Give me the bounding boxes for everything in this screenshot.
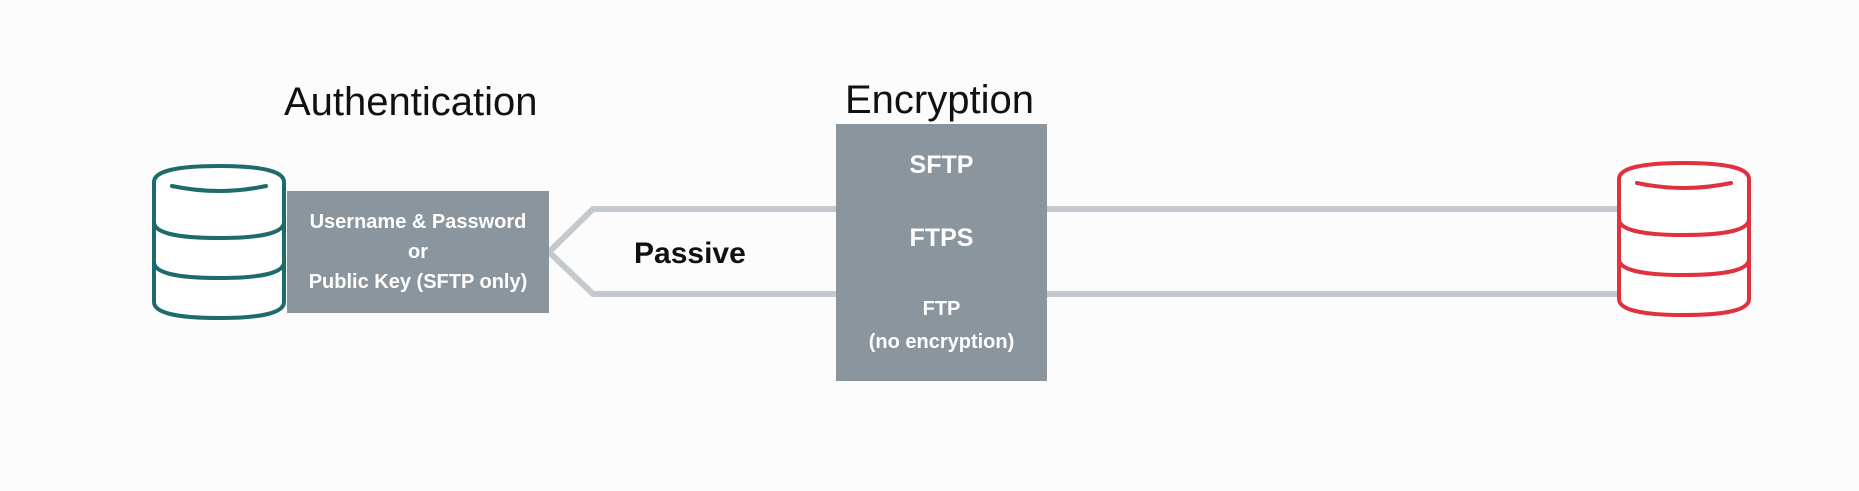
auth-method-separator: or — [408, 241, 428, 263]
passive-mode-label: Passive — [634, 237, 746, 270]
client-database-icon — [152, 163, 286, 321]
encryption-heading: Encryption — [845, 78, 1034, 122]
auth-method-password: Username & Password — [309, 211, 527, 233]
auth-method-public-key: Public Key (SFTP only) — [308, 271, 528, 293]
authentication-box: Username & Password or Public Key (SFTP … — [287, 191, 549, 313]
authentication-heading: Authentication — [284, 80, 538, 124]
encryption-box: SFTP FTPS FTP (no encryption) — [836, 124, 1047, 381]
protocol-ftps: FTPS — [909, 224, 974, 252]
passive-connection-path — [544, 206, 836, 297]
server-connection-path — [1046, 206, 1635, 297]
protocol-ftp-note: (no encryption) — [868, 331, 1015, 353]
protocol-ftp: FTP — [922, 298, 961, 320]
server-database-icon — [1617, 160, 1751, 318]
protocol-sftp: SFTP — [909, 151, 974, 179]
